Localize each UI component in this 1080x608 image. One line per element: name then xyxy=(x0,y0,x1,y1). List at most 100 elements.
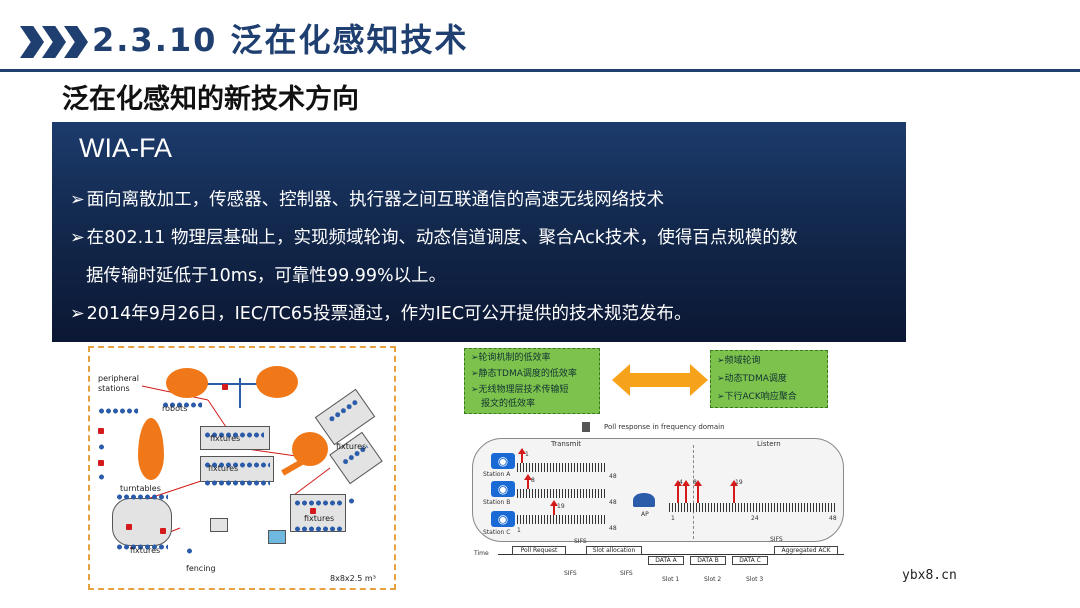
num-label: 4 xyxy=(679,479,683,486)
turntable xyxy=(112,498,172,546)
bullet-continuation: 据传输时延低于10ms，可靠性99.99%以上。 xyxy=(86,266,447,286)
sensor-row xyxy=(98,474,104,480)
sensor-row xyxy=(98,444,104,450)
sifs-label: SIFS xyxy=(770,536,783,543)
slot-label: Slot 2 xyxy=(704,576,722,583)
node-marker xyxy=(310,508,316,514)
poll-request-box: Poll Request xyxy=(512,546,566,555)
wifi-icon: ◉ xyxy=(491,511,515,527)
slide-header: 2.3.10 泛在化感知技术 xyxy=(0,0,1080,76)
panel-title: WIA-FA xyxy=(79,133,172,163)
label-fixtures: fixtures xyxy=(210,434,241,443)
label-peripheral: peripheral xyxy=(98,374,139,383)
sifs-label: SIFS xyxy=(564,570,577,577)
problem-box: ➢轮询机制的低效率 ➢静态TDMA调度的低效率 ➢无线物理层技术传输短 报文的低… xyxy=(464,348,600,414)
wia-fa-panel: WIA-FA ➢面向离散加工，传感器、控制器、执行器之间互联通信的高速无线网络技… xyxy=(52,122,906,342)
slot-label: Slot 1 xyxy=(662,576,680,583)
time-axis xyxy=(498,554,844,555)
frequency-domain-panel: Transmit Listern ◉ Station A 1 48 ◉ Stat… xyxy=(472,438,844,542)
problem-item: ➢轮询机制的低效率 xyxy=(471,353,551,363)
arrow-bullet-icon: ➢ xyxy=(70,190,85,210)
station-label: Station B xyxy=(483,499,511,506)
red-arrow-icon xyxy=(682,480,690,503)
label-dimensions: 8x8x2.5 m³ xyxy=(330,574,376,583)
label-robots: robots xyxy=(162,404,188,413)
section-subtitle: 泛在化感知的新技术方向 xyxy=(62,84,359,115)
fixture-box xyxy=(200,426,270,450)
chevron-icon xyxy=(64,26,88,58)
label-fixtures: fixtures xyxy=(130,546,161,555)
watermark: ybx8.cn xyxy=(902,568,957,583)
slot-label: Slot 3 xyxy=(746,576,764,583)
num-label: 1 xyxy=(671,515,675,522)
red-arrow-icon xyxy=(730,480,738,503)
num-label: 1 xyxy=(517,527,521,534)
robot-icon xyxy=(138,418,164,480)
node-marker xyxy=(160,528,166,534)
time-label: Time xyxy=(474,550,489,557)
transmit-label: Transmit xyxy=(551,440,582,448)
sensor-row xyxy=(98,408,138,414)
label-stations: stations xyxy=(98,384,130,393)
solution-item: ➢动态TDMA调度 xyxy=(717,374,787,384)
robot-icon xyxy=(256,366,298,398)
red-arrow-icon xyxy=(674,480,682,503)
num-label: 48 xyxy=(609,473,617,480)
listen-ticks xyxy=(669,503,837,512)
wifi-icon: ◉ xyxy=(491,481,515,497)
arrow-bullet-icon: ➢ xyxy=(70,304,85,324)
red-arrow-icon xyxy=(694,480,702,503)
factory-layout-figure: peripheral stations robots fixtures fixt… xyxy=(88,346,396,590)
bullet-item: ➢面向离散加工，传感器、控制器、执行器之间互联通信的高速无线网络技术 xyxy=(70,188,664,212)
small-box xyxy=(210,518,228,532)
sifs-label: SIFS xyxy=(574,538,587,545)
node-marker xyxy=(98,428,104,434)
num-label: 48 xyxy=(829,515,837,522)
access-point-icon xyxy=(633,493,655,507)
label-fixtures: fixtures xyxy=(336,442,367,451)
ap-label: AP xyxy=(641,511,649,518)
node-marker xyxy=(98,460,104,466)
subcarrier-ticks xyxy=(517,515,607,524)
solution-item: ➢频域轮询 xyxy=(717,356,761,366)
robot-icon xyxy=(166,368,208,398)
bullet-item: ➢在802.11 物理层基础上，实现频域轮询、动态信道调度、聚合Ack技术，使得… xyxy=(70,226,797,250)
station-label: Station C xyxy=(483,529,511,536)
num-label: 19 xyxy=(735,479,743,486)
small-box xyxy=(268,530,286,544)
slide-title: 2.3.10 泛在化感知技术 xyxy=(92,21,469,59)
num-label: 19 xyxy=(557,503,565,510)
wia-fa-mechanism-figure: ➢轮询机制的低效率 ➢静态TDMA调度的低效率 ➢无线物理层技术传输短 报文的低… xyxy=(464,346,850,590)
fixture-box xyxy=(200,456,274,482)
sensor-row xyxy=(186,548,192,554)
sensor-row xyxy=(348,498,354,504)
data-c-box: DATA C xyxy=(732,556,768,565)
red-arrow-icon xyxy=(524,474,532,489)
slot-allocation-box: Slot allocation xyxy=(586,546,642,555)
node-marker xyxy=(126,524,132,530)
label-fencing: fencing xyxy=(186,564,216,573)
sensor-row xyxy=(294,526,342,532)
num-label: 8 xyxy=(531,477,535,484)
solution-box: ➢频域轮询 ➢动态TDMA调度 ➢下行ACK响应聚合 xyxy=(710,350,828,408)
sensor-row xyxy=(204,432,264,438)
listen-label: Listern xyxy=(757,440,781,448)
header-divider xyxy=(0,69,1080,72)
num-label: 8 xyxy=(693,479,697,486)
problem-item: ➢静态TDMA调度的低效率 xyxy=(471,369,577,379)
node-marker xyxy=(222,384,228,390)
bullet-item: ➢2014年9月26日，IEC/TC65投票通过，作为IEC可公开提供的技术规范… xyxy=(70,302,692,326)
chevron-icon xyxy=(42,26,66,58)
sifs-label: SIFS xyxy=(620,570,633,577)
wifi-icon: ◉ xyxy=(491,453,515,469)
double-arrow-icon xyxy=(612,364,708,396)
data-a-box: DATA A xyxy=(648,556,684,565)
solution-item: ➢下行ACK响应聚合 xyxy=(717,392,797,402)
num-label: 24 xyxy=(751,515,759,522)
red-arrow-icon xyxy=(518,448,526,463)
sensor-row xyxy=(204,480,270,486)
red-arrow-icon xyxy=(550,500,558,515)
label-turntables: turntables xyxy=(120,484,161,493)
station-label: Station A xyxy=(483,471,511,478)
aggregated-ack-box: Aggregated ACK xyxy=(774,546,838,555)
